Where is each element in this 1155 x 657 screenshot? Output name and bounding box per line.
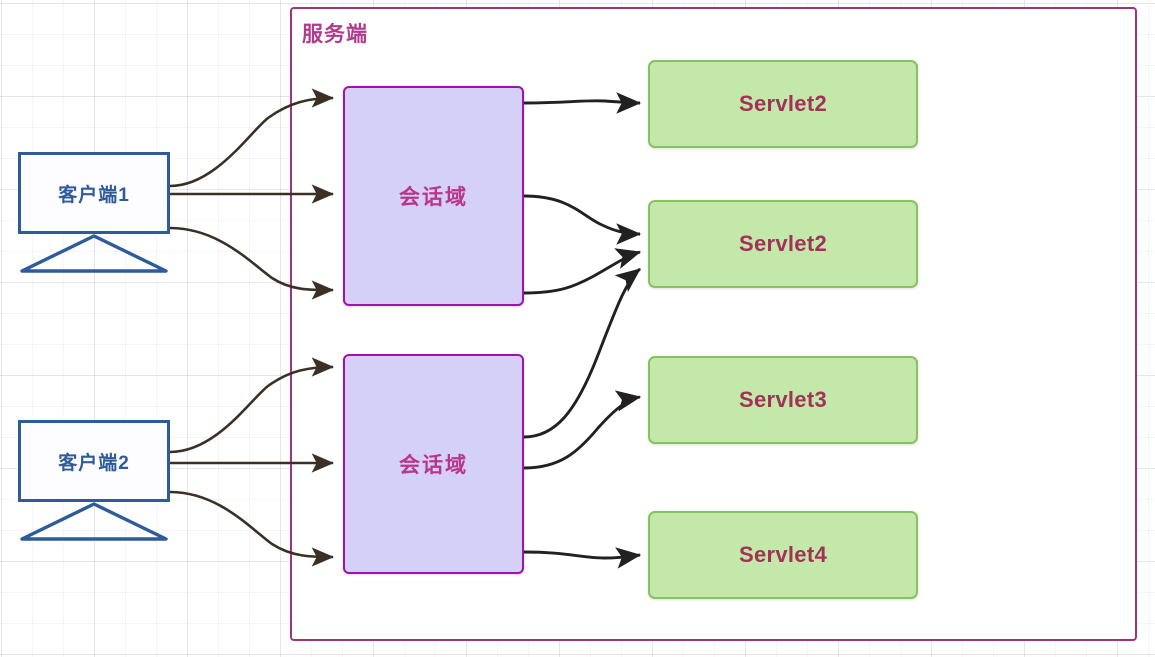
servlet-box-2-label: Servlet2 bbox=[738, 231, 827, 256]
servlet-box-2[interactable]: Servlet2 bbox=[648, 200, 918, 288]
servlet-box-4-label: Servlet4 bbox=[738, 542, 827, 567]
client-2-label: 客户端2 bbox=[58, 452, 130, 474]
client-2-screen: 客户端2 bbox=[18, 420, 170, 502]
servlet-box-4[interactable]: Servlet4 bbox=[648, 511, 918, 599]
client-1[interactable]: 客户端1 bbox=[18, 152, 170, 274]
servlet-box-1-label: Servlet2 bbox=[738, 91, 827, 116]
servlet-box-3[interactable]: Servlet3 bbox=[648, 356, 918, 444]
session-scope-2-label: 会话域 bbox=[399, 454, 468, 477]
servlet-box-3-label: Servlet3 bbox=[738, 387, 827, 412]
client-2-stand bbox=[20, 502, 168, 541]
session-scope-1[interactable]: 会话域 bbox=[343, 86, 524, 306]
session-scope-2[interactable]: 会话域 bbox=[343, 354, 524, 574]
server-title: 服务端 bbox=[302, 23, 368, 46]
client-1-stand bbox=[20, 234, 168, 273]
servlet-box-1[interactable]: Servlet2 bbox=[648, 60, 918, 148]
client-2[interactable]: 客户端2 bbox=[18, 420, 170, 542]
client-1-screen: 客户端1 bbox=[18, 152, 170, 234]
session-scope-1-label: 会话域 bbox=[399, 186, 468, 209]
client-1-label: 客户端1 bbox=[58, 184, 130, 206]
